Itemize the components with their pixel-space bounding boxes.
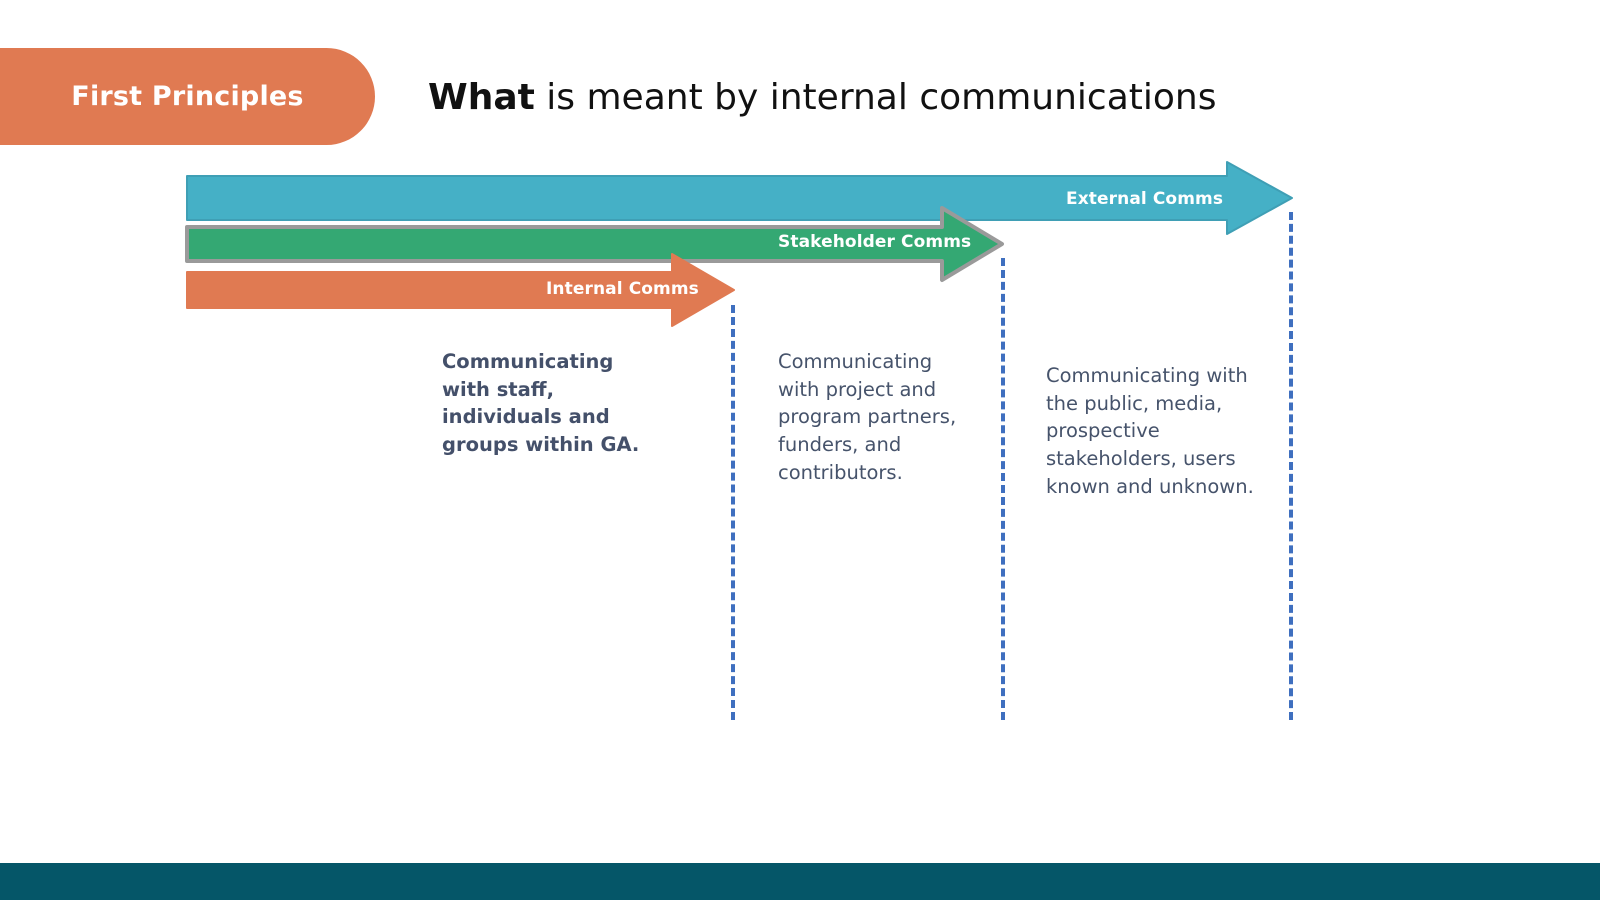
arrow-label-external: External Comms	[1066, 189, 1224, 209]
footer-bar	[0, 863, 1600, 900]
arrow-bar-internal	[186, 252, 747, 327]
page-title-lead: What	[428, 77, 535, 118]
connector-line-internal	[731, 305, 735, 720]
arrow-bar-stakeholder	[185, 206, 1017, 282]
comms-arrow-diagram: External Comms Stakeholder Comms Interna…	[0, 0, 1600, 720]
page-title-rest: is meant by internal communications	[534, 77, 1217, 118]
page-title: What is meant by internal communications	[428, 76, 1216, 119]
description-stakeholder: Communicating with project and program p…	[778, 350, 957, 484]
description-internal: Communicating with staff, individuals an…	[442, 350, 640, 457]
arrow-bar-external	[186, 161, 1297, 235]
connector-line-stakeholder	[1001, 258, 1005, 720]
description-external: Communicating with the public, media, pr…	[1046, 364, 1254, 498]
first-principles-badge-label: First Principles	[71, 81, 304, 112]
arrow-label-stakeholder: Stakeholder Comms	[778, 232, 972, 252]
arrow-label-internal: Internal Comms	[546, 279, 699, 299]
first-principles-badge: First Principles	[0, 48, 375, 145]
connector-line-external	[1289, 212, 1293, 720]
